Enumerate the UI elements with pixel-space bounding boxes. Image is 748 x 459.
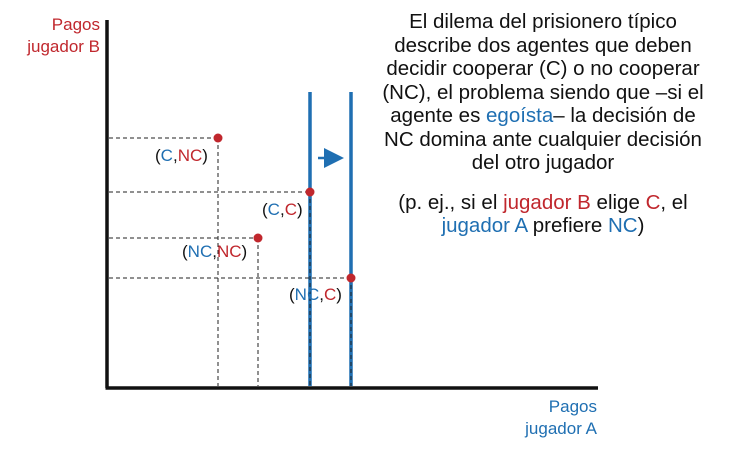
point-label-c-nc: (C,NC) [155,146,208,166]
comma: , [319,285,324,304]
paren-close: ) [296,200,303,219]
point-label-nc-nc: (NC,NC) [182,242,247,262]
payoff-points [213,133,356,283]
comma: , [172,146,178,165]
x-axis-label-line1: Pagos [548,397,597,416]
y-axis-label-line1: Pagos [51,15,100,34]
label-player-b-choice: C [284,200,297,219]
comma: , [212,242,217,261]
label-player-a-choice: NC [187,242,213,261]
label-player-b-choice: NC [177,146,203,165]
payoff-point-c-nc [213,133,223,143]
explanation-paragraph-2: (p. ej., si el jugador B elige C, el jug… [378,191,708,238]
paren-close: ) [202,146,208,165]
p1-part2: – la decisión de NC domina ante cualquie… [384,104,702,174]
choice-c-highlight: C [645,190,661,214]
payoff-point-nc-nc [253,233,263,243]
p2-part3: , el [660,190,688,214]
payoff-point-nc-c [346,273,356,283]
label-player-a-choice: C [160,146,173,165]
payoff-point-c-c [305,187,315,197]
point-label-nc-c: (NC,C) [289,285,342,305]
p2-part2: elige [590,190,646,214]
p2-part4: prefiere [527,214,608,237]
choice-nc-highlight: NC [607,214,638,237]
egoista-highlight: egoísta [486,104,554,127]
label-player-a-choice: NC [294,285,320,304]
paren-open: ( [262,200,268,219]
p2-part1: (p. ej., si el [398,190,504,214]
x-axis-label: Pagos jugador A [495,396,597,440]
label-player-b-choice: C [323,285,337,304]
y-axis-label: Pagos jugador B [8,14,100,58]
p1-part1: El dilema del prisionero típico describe… [382,10,704,127]
comma: , [279,200,285,219]
guide-lines [109,137,352,386]
paren-open: ( [155,146,161,165]
paren-close: ) [336,285,342,304]
label-player-b-choice: NC [216,242,242,261]
paren-close: ) [241,242,248,261]
paren-open: ( [289,285,295,304]
jugador-a-highlight: jugador A [441,214,528,237]
p2-part5: ) [637,214,645,237]
explanation-text: El dilema del prisionero típico describe… [378,10,708,238]
paren-open: ( [182,242,188,261]
jugador-b-highlight: jugador B [503,190,591,214]
y-axis-label-line2: jugador B [27,37,100,56]
explanation-paragraph-1: El dilema del prisionero típico describe… [378,10,708,175]
point-label-c-c: (C,C) [262,200,303,220]
label-player-a-choice: C [267,200,280,219]
x-axis-label-line2: jugador A [525,419,597,438]
